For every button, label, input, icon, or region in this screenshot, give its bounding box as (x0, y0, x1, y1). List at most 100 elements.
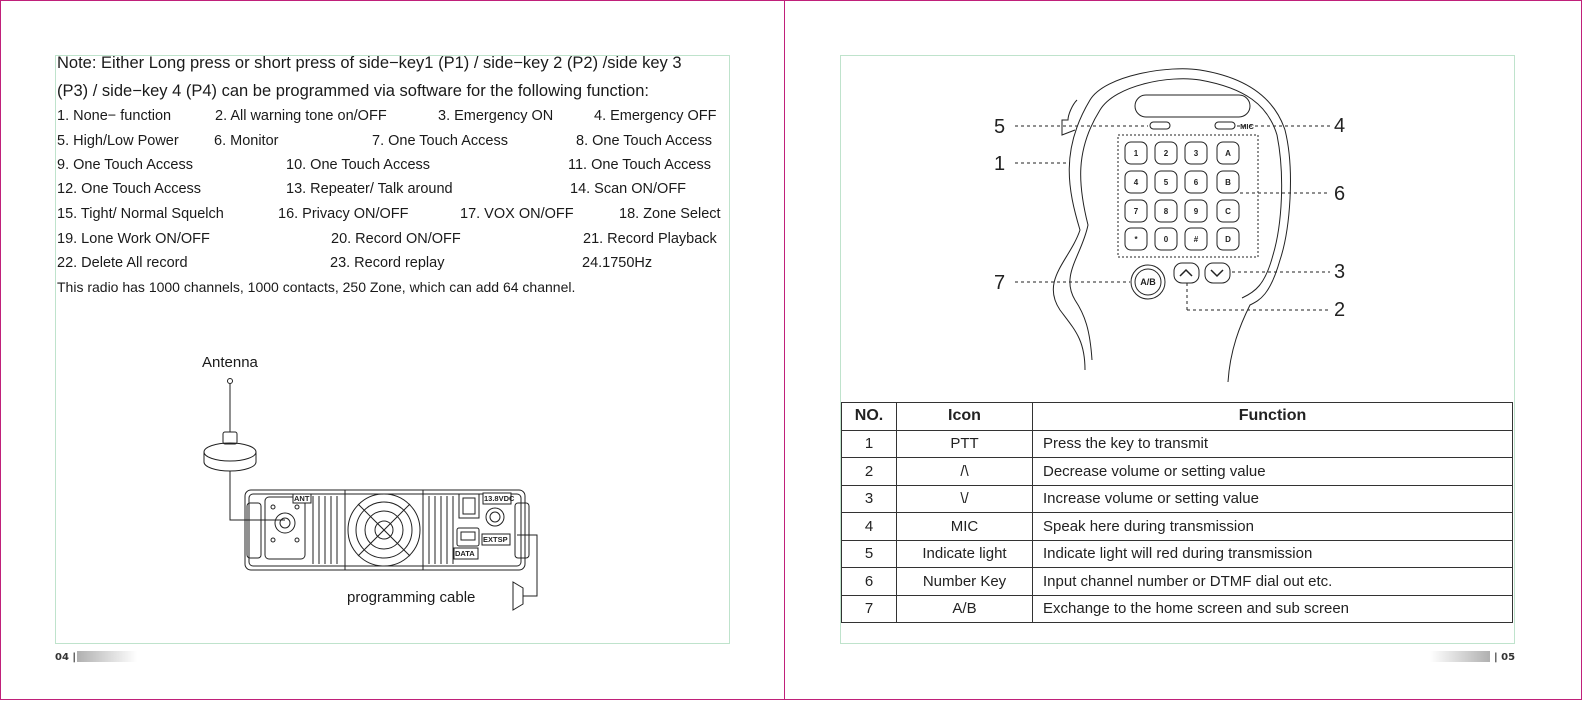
antenna-label: Antenna (202, 354, 258, 371)
row-no: 1 (841, 429, 897, 458)
key-label: 8 (1164, 207, 1169, 216)
function-item: 18. Zone Select (619, 206, 721, 222)
function-item: 15. Tight/ Normal Squelch (57, 206, 224, 222)
key-label: # (1194, 235, 1199, 244)
mic-label: MIC (1240, 122, 1254, 131)
cable-label: programming cable (347, 589, 476, 606)
header-no: NO. (841, 402, 897, 431)
callout-3: 3 (1334, 261, 1345, 283)
table-row: 2/\Decrease volume or setting value (841, 457, 1513, 486)
capacity-note: This radio has 1000 channels, 1000 conta… (57, 279, 576, 295)
header-icon: Icon (896, 402, 1033, 431)
row-no: 4 (841, 512, 897, 541)
callout-5: 5 (994, 116, 1005, 138)
key-label: A (1225, 149, 1231, 158)
row-icon: MIC (896, 512, 1033, 541)
function-item: 11. One Touch Access (568, 157, 711, 173)
function-item: 3. Emergency ON (438, 108, 554, 124)
key-label: 0 (1164, 235, 1169, 244)
key-label: 6 (1194, 178, 1199, 187)
key-label: 2 (1164, 149, 1169, 158)
row-function: Indicate light will red during transmiss… (1032, 539, 1513, 568)
callout-2: 2 (1334, 299, 1345, 321)
left-content-frame (55, 55, 730, 644)
row-function: Increase volume or setting value (1032, 484, 1513, 513)
row-no: 5 (841, 539, 897, 568)
function-item: 8. One Touch Access (576, 133, 712, 149)
row-icon: PTT (896, 429, 1033, 458)
function-item: 24.1750Hz (582, 255, 653, 271)
table-header-row: NO. Icon Function (841, 402, 1513, 431)
row-no: 7 (841, 594, 897, 623)
function-item: 6. Monitor (214, 133, 279, 149)
callout-1: 1 (994, 153, 1005, 175)
function-item: 20. Record ON/OFF (331, 231, 461, 247)
page-bar-right (1430, 651, 1490, 662)
function-item: 16. Privacy ON/OFF (278, 206, 409, 222)
function-item: 9. One Touch Access (57, 157, 193, 173)
key-label: C (1225, 207, 1231, 216)
right-content-frame (840, 55, 1515, 644)
function-item: 5. High/Low Power (57, 133, 179, 149)
row-function: Exchange to the home screen and sub scre… (1032, 594, 1513, 623)
ab-key-label: A/B (1140, 277, 1156, 287)
function-item: 2. All warning tone on/OFF (215, 108, 387, 124)
row-icon: Number Key (896, 567, 1033, 596)
port-data-label: DATA (455, 549, 475, 558)
row-function: Press the key to transmit (1032, 429, 1513, 458)
function-item: 19. Lone Work ON/OFF (57, 231, 210, 247)
row-function: Speak here during transmission (1032, 512, 1513, 541)
page-number-left: 04 | (55, 652, 77, 663)
function-item: 23. Record replay (330, 255, 445, 271)
row-no: 2 (841, 457, 897, 486)
row-no: 3 (841, 484, 897, 513)
row-icon: /\ (896, 457, 1033, 486)
radio-unit-diagram: ANT 13.8VDC DATA EXTSP (203, 378, 538, 611)
callout-7: 7 (994, 272, 1005, 294)
key-label: B (1225, 178, 1231, 187)
function-item: 21. Record Playback (583, 231, 717, 247)
port-extsp-label: EXTSP (483, 535, 508, 544)
table-row: 3\/Increase volume or setting value (841, 484, 1513, 513)
row-icon: A/B (896, 594, 1033, 623)
key-label: 3 (1194, 149, 1199, 158)
function-item: 1. None− function (57, 108, 172, 124)
row-no: 6 (841, 567, 897, 596)
key-label: 5 (1164, 178, 1169, 187)
key-label: D (1225, 235, 1231, 244)
page-number-right: | 05 (1494, 652, 1516, 663)
key-label: 7 (1134, 207, 1139, 216)
callout-4: 4 (1334, 115, 1345, 137)
callout-6: 6 (1334, 183, 1345, 205)
note-line-1: Note: Either Long press or short press o… (57, 54, 682, 72)
key-label: 4 (1134, 178, 1139, 187)
key-label: * (1134, 235, 1138, 244)
port-ant-label: ANT (294, 494, 310, 503)
function-item: 4. Emergency OFF (594, 108, 717, 124)
row-function: Decrease volume or setting value (1032, 457, 1513, 486)
row-icon: Indicate light (896, 539, 1033, 568)
function-item: 17. VOX ON/OFF (460, 206, 574, 222)
function-item: 13. Repeater/ Talk around (286, 181, 453, 197)
page-bar-left (77, 651, 137, 662)
function-item: 7. One Touch Access (372, 133, 508, 149)
function-item: 12. One Touch Access (57, 181, 202, 197)
row-function: Input channel number or DTMF dial out et… (1032, 567, 1513, 596)
key-label: 9 (1194, 207, 1199, 216)
note-line-2: (P3) / side−key 4 (P4) can be programmed… (57, 82, 649, 100)
page-spine (784, 0, 785, 700)
header-function: Function (1032, 402, 1513, 431)
key-label: 1 (1134, 149, 1139, 158)
port-power-label: 13.8VDC (484, 494, 515, 503)
function-item: 10. One Touch Access (286, 157, 431, 173)
function-item: 14. Scan ON/OFF (570, 181, 687, 197)
microphone-diagram: 1 2 3 A 4 5 6 B 7 8 9 C * 0 # D A/B MIC … (994, 68, 1345, 383)
function-item: 22. Delete All record (57, 255, 188, 271)
